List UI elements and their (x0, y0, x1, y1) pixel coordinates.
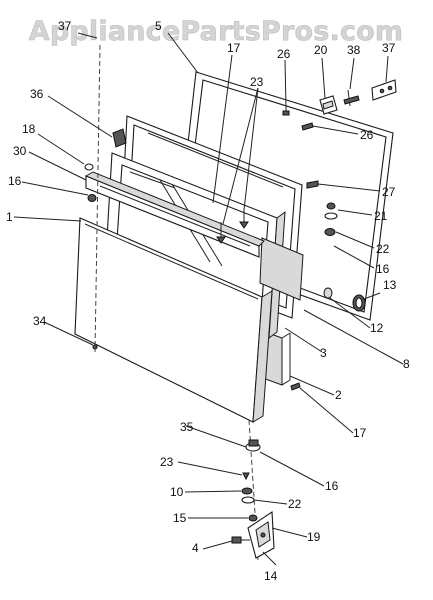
callout-36[interactable]: 36 (30, 87, 44, 101)
part-20-handle-bracket[interactable] (319, 95, 338, 115)
callout-3[interactable]: 3 (320, 346, 327, 360)
callout-37[interactable]: 37 (58, 19, 72, 33)
callout-22[interactable]: 22 (376, 242, 390, 256)
part-22-washer-lower[interactable] (241, 496, 255, 504)
part-35-bottom-hinge-pin[interactable] (245, 439, 261, 452)
part-1-outer-door-panel[interactable] (74, 217, 273, 423)
callout-22-lower[interactable]: 22 (288, 497, 302, 511)
part-37-catch-right[interactable] (371, 79, 397, 101)
callout-19[interactable]: 19 (307, 530, 321, 544)
callout-18[interactable]: 18 (22, 122, 36, 136)
callout-17-lower[interactable]: 17 (353, 426, 367, 440)
callout-26[interactable]: 26 (277, 47, 291, 61)
part-22-washer-right[interactable] (324, 228, 336, 236)
callout-26-lower[interactable]: 26 (360, 128, 374, 142)
callout-4[interactable]: 4 (192, 541, 199, 555)
part-13-plug[interactable] (352, 294, 366, 312)
callout-2[interactable]: 2 (335, 388, 342, 402)
callout-35[interactable]: 35 (180, 420, 194, 434)
callout-21[interactable]: 21 (374, 209, 388, 223)
callout-27[interactable]: 27 (382, 185, 396, 199)
callout-13[interactable]: 13 (383, 278, 397, 292)
callout-5[interactable]: 5 (155, 19, 162, 33)
callout-20[interactable]: 20 (314, 43, 328, 57)
leader-lines (13, 32, 404, 566)
callout-17[interactable]: 17 (227, 41, 241, 55)
callout-16-right[interactable]: 16 (376, 262, 390, 276)
part-16-grommet-top[interactable] (87, 194, 97, 202)
part-26-screw-top[interactable] (282, 108, 290, 116)
part-23-screws-upper[interactable] (216, 209, 249, 244)
callout-34[interactable]: 34 (33, 314, 47, 328)
callout-15[interactable]: 15 (173, 511, 187, 525)
part-19-bottom-hinge-bracket[interactable] (247, 511, 275, 559)
callout-16[interactable]: 16 (8, 174, 22, 188)
part-15-spacer[interactable] (248, 514, 258, 522)
callout-38[interactable]: 38 (347, 43, 361, 57)
part-30-top-rail[interactable] (84, 171, 265, 258)
part-10-washer[interactable] (241, 487, 253, 495)
part-18-grommet[interactable] (84, 163, 94, 171)
callout-16-lower[interactable]: 16 (325, 479, 339, 493)
watermark-text: AppliancePartsPros.com (29, 16, 403, 47)
part-21-hinge-pin[interactable] (324, 202, 338, 220)
callout-30[interactable]: 30 (13, 144, 27, 158)
callout-1[interactable]: 1 (6, 210, 13, 224)
part-17-screw-lower[interactable] (290, 382, 301, 391)
part-38-latch[interactable] (343, 89, 360, 107)
part-12-plug[interactable] (323, 287, 333, 299)
callout-8[interactable]: 8 (403, 357, 410, 371)
callout-23-lower[interactable]: 23 (160, 455, 174, 469)
callout-14[interactable]: 14 (264, 569, 278, 583)
part-4-hinge-screw[interactable] (231, 536, 250, 544)
part-12-trim[interactable] (259, 237, 304, 301)
callout-23[interactable]: 23 (250, 75, 264, 89)
part-27-screw[interactable] (306, 180, 319, 189)
callout-labels: 37 5 17 23 26 20 38 37 36 18 26 30 16 27… (6, 19, 410, 583)
part-23-screw-lower[interactable] (242, 472, 250, 481)
hinge-axis-left (94, 44, 101, 353)
callout-12[interactable]: 12 (370, 321, 384, 335)
callout-37-right[interactable]: 37 (382, 41, 396, 55)
part-26-screw-lower[interactable] (301, 122, 314, 131)
part-36-bracket[interactable] (112, 128, 127, 148)
callout-10[interactable]: 10 (170, 485, 184, 499)
